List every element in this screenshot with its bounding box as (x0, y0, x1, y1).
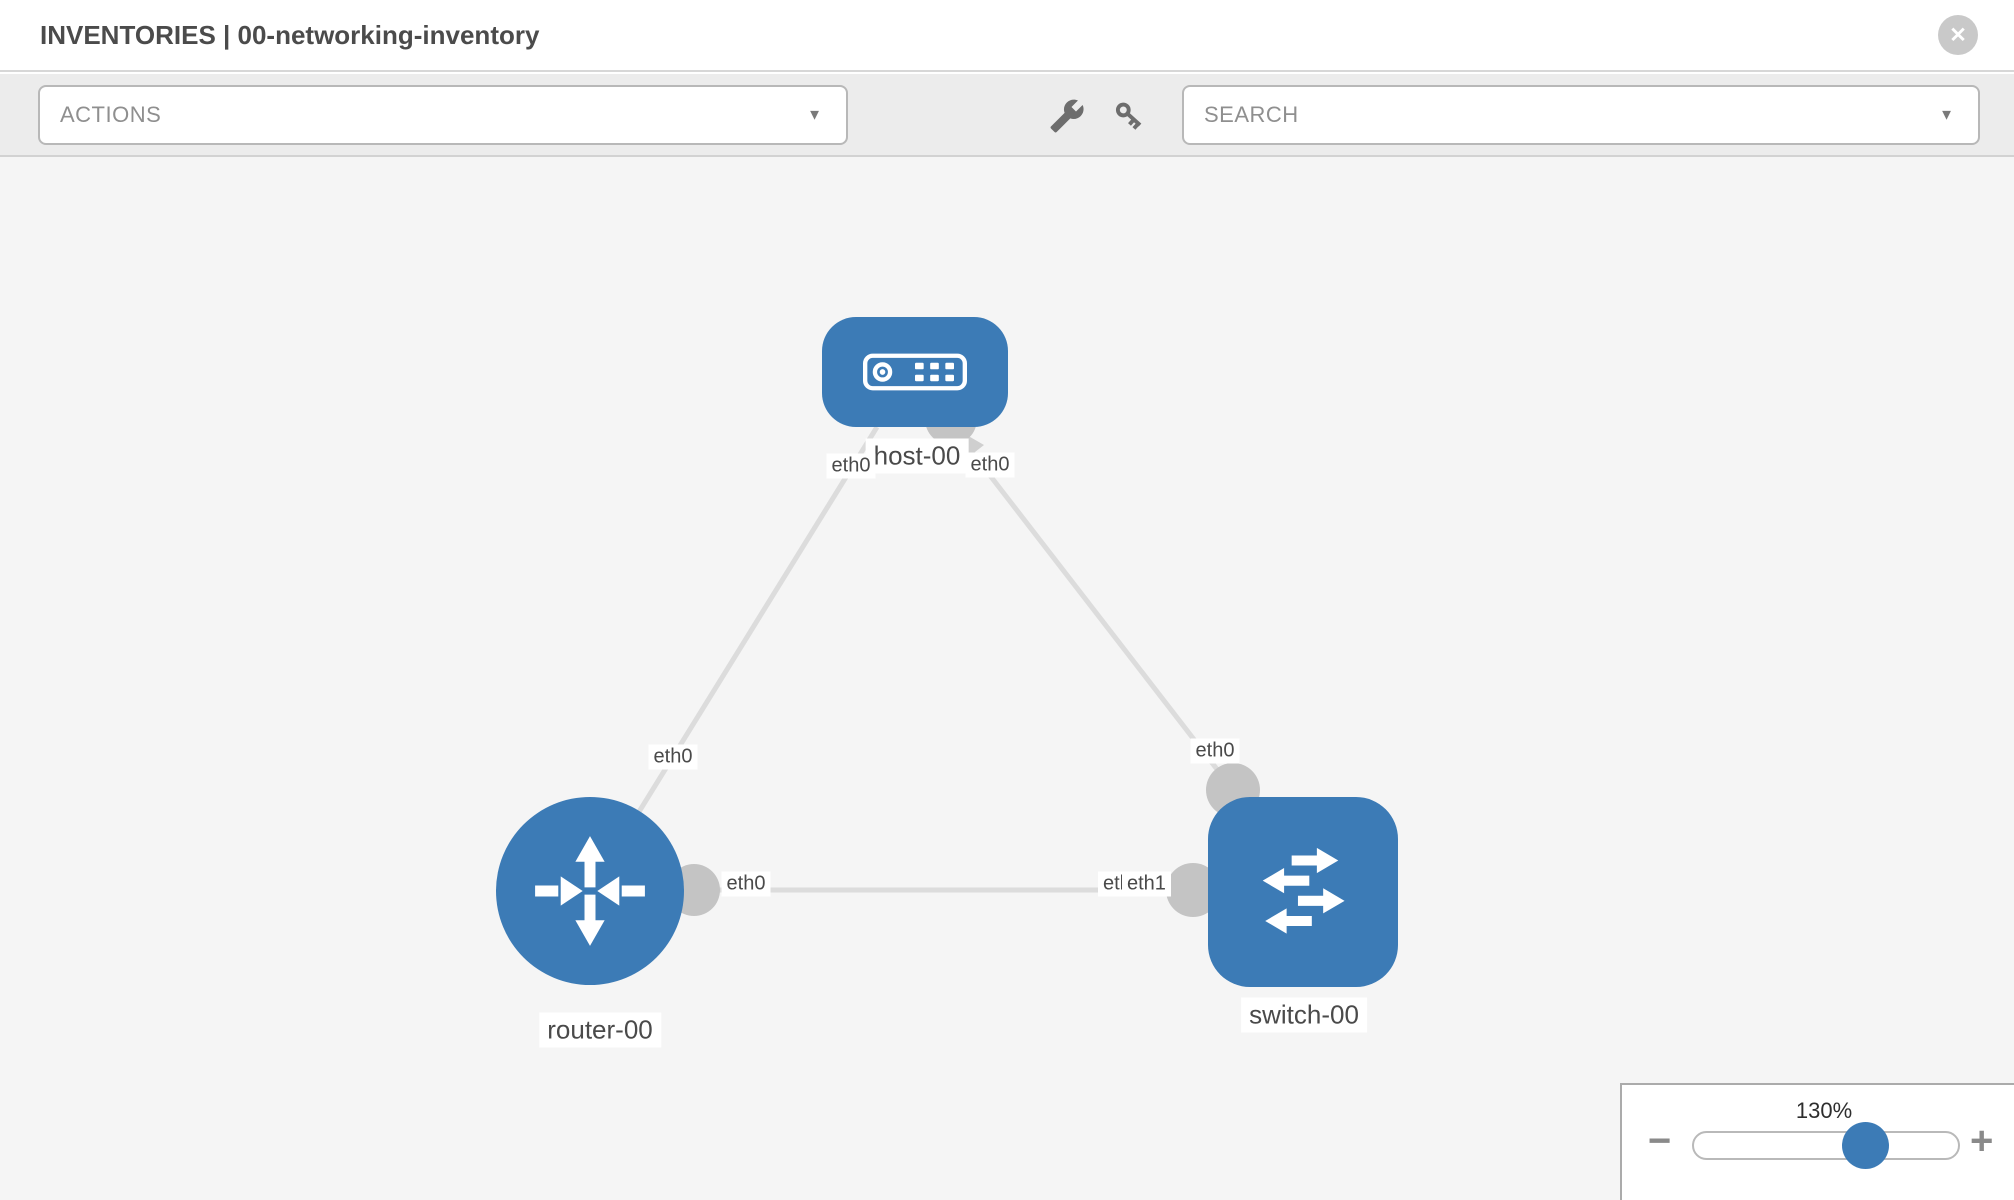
node-label-host: host-00 (865, 438, 969, 474)
iface-label-router-switch-at-router: eth0 (721, 871, 771, 897)
host-icon (863, 353, 967, 391)
chevron-down-icon: ▼ (807, 106, 822, 124)
node-host-00[interactable] (822, 317, 1008, 427)
iface-label-host-switch-at-switch: eth0 (1190, 738, 1240, 764)
header: INVENTORIES | 00-networking-inventory ✕ (0, 0, 2014, 72)
key-icon[interactable] (1112, 98, 1148, 134)
search-dropdown[interactable]: SEARCH ▼ (1182, 85, 1980, 145)
iface-label-router-switch-at-switch: eth1 (1122, 871, 1171, 897)
iface-label-host-switch-at-host: eth0 (965, 452, 1015, 478)
zoom-in-button[interactable]: + (1970, 1119, 1994, 1163)
node-label-router: router-00 (539, 1012, 661, 1048)
router-icon (535, 836, 645, 946)
search-dropdown-label: SEARCH (1204, 102, 1299, 127)
node-label-switch: switch-00 (1241, 997, 1367, 1033)
node-switch-00[interactable] (1208, 797, 1398, 987)
topology-canvas[interactable] (0, 157, 2014, 1200)
zoom-level-value: 130% (1795, 1098, 1853, 1123)
wrench-icon[interactable] (1049, 98, 1085, 134)
node-router-00[interactable] (496, 797, 684, 985)
zoom-control-panel: 130% − + (1620, 1083, 2014, 1200)
zoom-slider-thumb[interactable] (1842, 1122, 1889, 1169)
chevron-down-icon: ▼ (1939, 106, 1954, 124)
iface-label-host-router-at-router: eth0 (648, 744, 698, 770)
zoom-slider-track[interactable] (1692, 1131, 1960, 1160)
close-icon[interactable]: ✕ (1938, 15, 1978, 55)
actions-dropdown-label: ACTIONS (60, 102, 162, 127)
actions-dropdown[interactable]: ACTIONS ▼ (38, 85, 848, 145)
page-title: INVENTORIES | 00-networking-inventory (40, 20, 540, 50)
iface-label-host-router-at-host: eth0 (826, 453, 876, 479)
switch-icon (1262, 847, 1345, 934)
zoom-out-button[interactable]: − (1648, 1119, 1672, 1163)
toolbar: ACTIONS ▼ SEARCH ▼ (0, 74, 2014, 157)
